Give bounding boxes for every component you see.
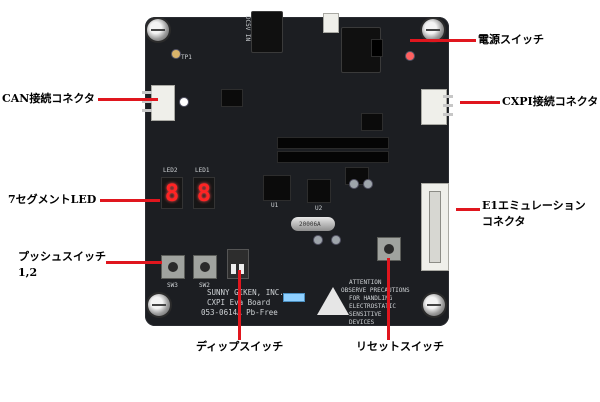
cap-right-1	[349, 179, 359, 189]
cap-c22	[331, 235, 341, 245]
callout-line-segment	[100, 199, 160, 202]
can-pin-1	[142, 91, 152, 94]
screw-top-left	[147, 19, 169, 41]
dip-switch	[227, 249, 249, 279]
header-row-1	[277, 137, 389, 149]
seven-segment-digit-2: 8	[161, 177, 183, 209]
can-connector	[151, 85, 175, 121]
seven-segment-value-1: 8	[196, 179, 212, 207]
attention-3: FOR HANDLING	[349, 295, 393, 302]
pcb-board: DC5V IN TP1 U1 U2 LED2 LED1	[142, 11, 453, 326]
led2-silk: LED2	[163, 167, 178, 174]
tp1-pad	[171, 49, 181, 59]
cxpi-pin-2	[443, 104, 453, 107]
dc-jack	[251, 11, 283, 53]
callout-line-push	[106, 261, 162, 264]
label-e1-connector-2: コネクタ	[482, 215, 526, 228]
attention-1: ATTENTION	[349, 279, 382, 286]
can-led	[179, 97, 189, 107]
u1-silk: U1	[271, 202, 279, 209]
attention-2: OBSERVE PRECAUTIONS	[341, 287, 410, 294]
cap-c21	[313, 235, 323, 245]
tp1-silk: TP1	[181, 54, 192, 61]
label-reset-switch: リセットスイッチ	[356, 340, 444, 353]
callout-line-power	[410, 39, 476, 42]
callout-line-reset-v	[387, 258, 390, 340]
attention-5: SENSITIVE	[349, 311, 382, 318]
cxpi-connector	[421, 89, 447, 125]
ic-u2	[307, 179, 331, 203]
esd-warning-icon	[317, 287, 349, 315]
led1-silk: LED1	[195, 167, 210, 174]
screw-bottom-left	[148, 294, 170, 316]
label-push-switch-numbers: 1,2	[18, 266, 38, 279]
label-seven-segment: 7セグメントLED	[8, 193, 97, 206]
crystal-silk: 20006A	[299, 221, 321, 228]
seven-segment-digit-1: 8	[193, 177, 215, 209]
push-switch-sw2	[193, 255, 217, 279]
label-power-switch: 電源スイッチ	[478, 33, 544, 46]
power-led	[405, 51, 415, 61]
sw3-silk: SW3	[167, 282, 178, 289]
ic-u1	[263, 175, 291, 201]
attention-6: DEVICES	[349, 319, 375, 326]
ic-cxpi	[361, 113, 383, 131]
screw-top-right	[422, 19, 444, 41]
label-push-switch: プッシュスイッチ	[18, 250, 106, 263]
sw2-silk: SW2	[199, 282, 210, 289]
usb-jumper	[283, 293, 305, 302]
cap-right-2	[363, 179, 373, 189]
label-cxpi-connector: CXPI接続コネクタ	[502, 95, 599, 108]
maker-line-1: SUNNY GIKEN, INC.	[207, 288, 284, 297]
u2-silk: U2	[315, 205, 323, 212]
ic-top-middle	[221, 89, 243, 107]
power-switch-lever	[371, 39, 383, 57]
callout-line-can	[98, 98, 158, 101]
cxpi-pin-1	[443, 95, 453, 98]
cn2-connector	[323, 13, 339, 33]
callout-line-dip-v	[238, 270, 241, 340]
cxpi-pin-3	[443, 113, 453, 116]
dip-lever-2	[239, 264, 244, 274]
e1-connector-slot	[429, 191, 441, 263]
can-pin-3	[142, 109, 152, 112]
can-pin-2	[142, 100, 152, 103]
reset-switch	[377, 237, 401, 261]
label-can-connector: CAN接続コネクタ	[2, 92, 95, 105]
label-dip-switch: ディップスイッチ	[196, 340, 284, 353]
dc5v-silk: DC5V IN	[244, 15, 252, 42]
screw-bottom-right	[423, 294, 445, 316]
callout-line-e1	[456, 208, 480, 211]
seven-segment-value-2: 8	[164, 179, 180, 207]
label-e1-connector: E1エミュレーション	[482, 199, 586, 212]
dip-lever-1	[231, 264, 236, 274]
crystal-oscillator	[291, 217, 335, 231]
attention-4: ELECTROSTATIC	[349, 303, 396, 310]
callout-line-cxpi	[460, 101, 500, 104]
header-row-2	[277, 151, 389, 163]
push-switch-sw3	[161, 255, 185, 279]
